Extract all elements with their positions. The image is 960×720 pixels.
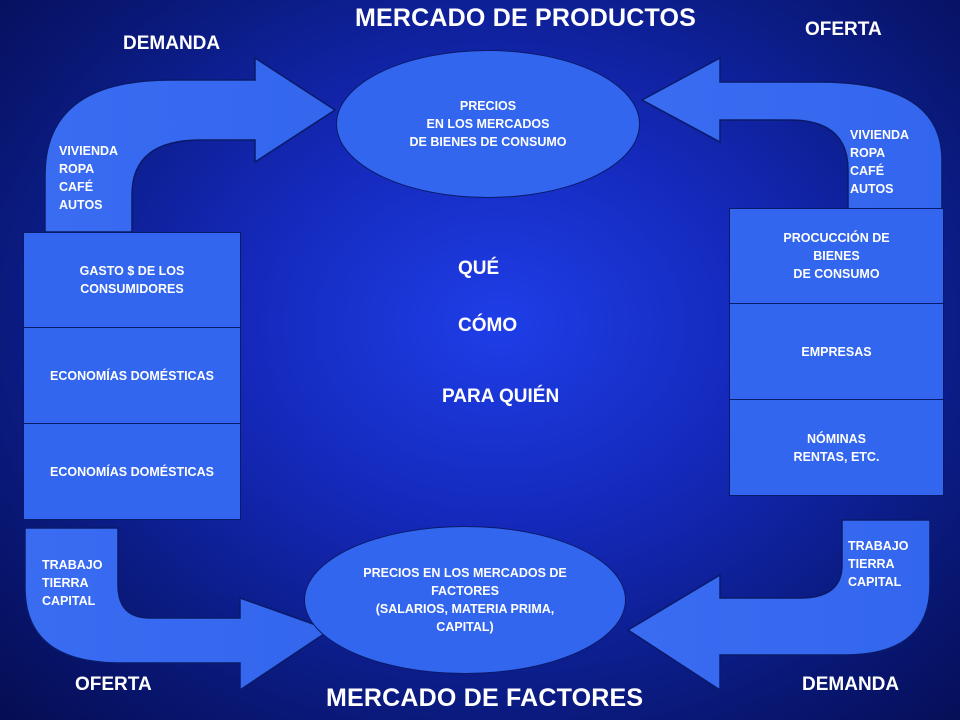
label-supply-bottom-left: OFERTA bbox=[75, 674, 152, 695]
households-spending-box: GASTO $ DE LOS CONSUMIDORES bbox=[23, 232, 241, 328]
question-for-whom: PARA QUIÉN bbox=[442, 386, 560, 407]
arrow-consumer-spending bbox=[44, 56, 337, 233]
product-market-ellipse: PRECIOS EN LOS MERCADOS DE BIENES DE CON… bbox=[336, 50, 640, 198]
arrow-factor-demand bbox=[626, 519, 931, 692]
firms-payroll-box: NÓMINAS RENTAS, ETC. bbox=[729, 399, 944, 496]
right-factors-list: TRABAJO TIERRA CAPITAL bbox=[848, 539, 909, 589]
arrow-factor-supply bbox=[24, 527, 332, 692]
households-box-lower: ECONOMÍAS DOMÉSTICAS bbox=[23, 423, 241, 520]
title-factor-market: MERCADO DE FACTORES bbox=[326, 684, 644, 712]
firms-box: EMPRESAS bbox=[729, 303, 944, 400]
label-demand-bottom-right: DEMANDA bbox=[802, 674, 900, 695]
left-goods-list: VIVIENDA ROPA CAFÉ AUTOS bbox=[59, 144, 119, 212]
factor-market-ellipse: PRECIOS EN LOS MERCADOS DE FACTORES (SAL… bbox=[304, 526, 626, 674]
firms-production-box: PROCUCCIÓN DE BIENES DE CONSUMO bbox=[729, 208, 944, 304]
question-what: QUÉ bbox=[458, 258, 500, 279]
right-goods-list: VIVIENDA ROPA CAFÉ AUTOS bbox=[850, 128, 910, 196]
households-box: ECONOMÍAS DOMÉSTICAS bbox=[23, 327, 241, 424]
left-factors-list: TRABAJO TIERRA CAPITAL bbox=[42, 558, 103, 608]
question-how: CÓMO bbox=[458, 315, 518, 336]
label-supply-top-right: OFERTA bbox=[805, 19, 882, 40]
label-demand-top-left: DEMANDA bbox=[123, 33, 221, 54]
title-product-market: MERCADO DE PRODUCTOS bbox=[355, 4, 697, 32]
arrow-goods-supply bbox=[640, 56, 943, 211]
